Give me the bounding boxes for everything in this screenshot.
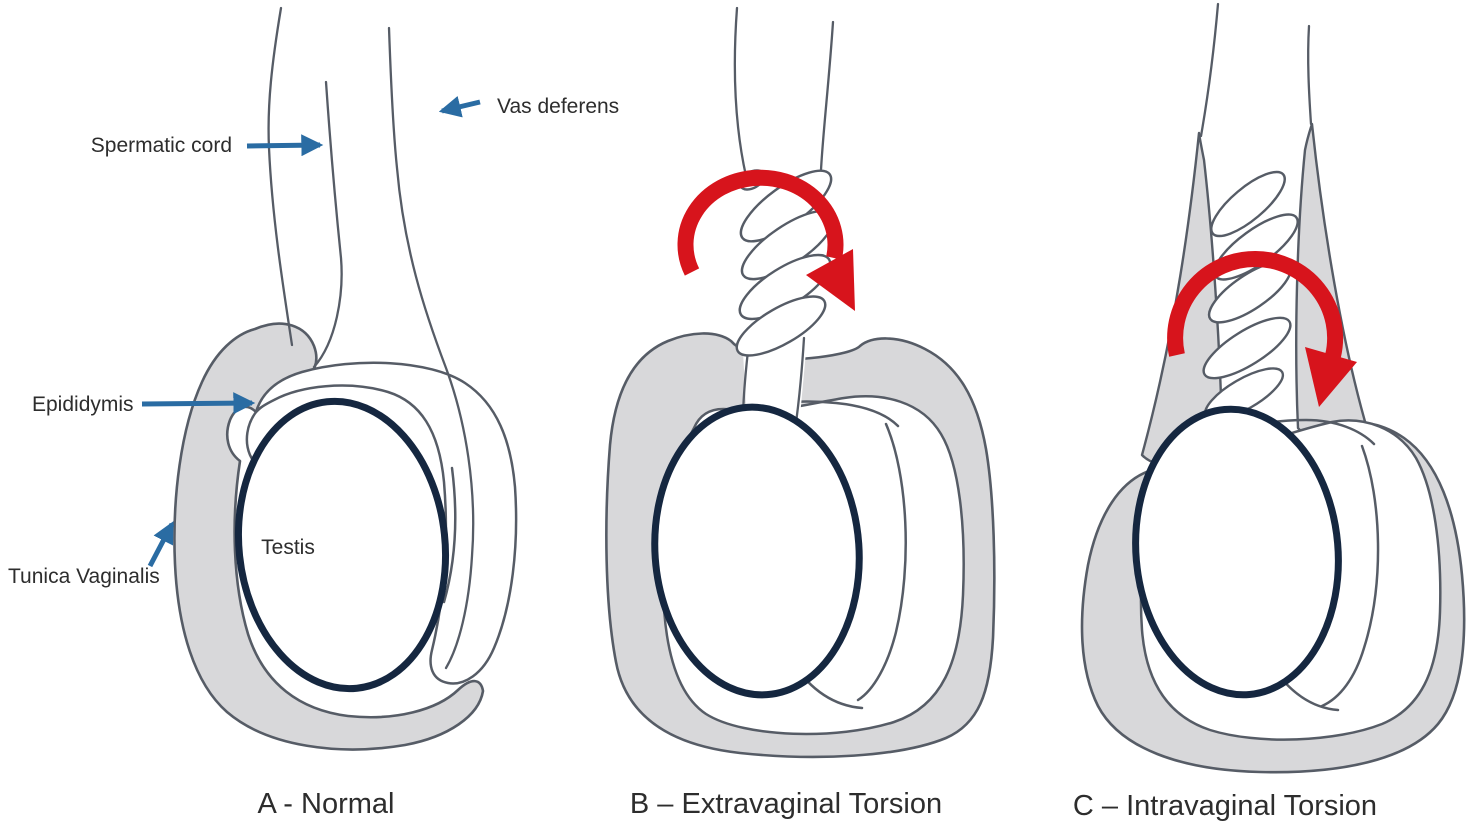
caption-panel-c: C – Intravaginal Torsion [1073, 790, 1377, 822]
epididymis-crescent-line [1320, 444, 1380, 708]
cord-upper-right [819, 20, 835, 172]
spermatic-cord-label: Spermatic cord [91, 134, 232, 157]
tunica-vaginalis-label: Tunica Vaginalis [8, 565, 160, 588]
spermatic-cord-line-middle [312, 80, 343, 369]
spermatic-cord-line-left [267, 6, 294, 347]
epididymis-shape [254, 361, 518, 685]
twist-lens-4 [735, 295, 827, 357]
torsion-arrow-arc [677, 169, 844, 276]
testis-label: Testis [261, 536, 315, 559]
tunica-vaginalis-arrow-icon [147, 521, 175, 568]
testis-shape [234, 397, 450, 693]
twist-lens-1 [1210, 170, 1286, 238]
torsion-arrow-arc [1167, 251, 1344, 358]
testis-shape [1132, 405, 1342, 699]
epididymis-arrow-icon [141, 392, 256, 415]
caption-panel-b: B – Extravaginal Torsion [630, 788, 942, 820]
caption-panel-a: A - Normal [258, 788, 395, 820]
torsion-arrow-head [806, 249, 855, 311]
torsion-rotation-arrow-icon [1167, 251, 1357, 407]
testis-shape [651, 403, 863, 699]
epididymis-label: Epididymis [32, 393, 134, 416]
cord-upper-left [733, 6, 748, 178]
panel-a-normal: Spermatic cord Vas deferens Epididymis T… [8, 6, 619, 751]
epididymis-inner-crescent [442, 466, 457, 604]
spermatic-cord-arrow-icon [246, 134, 324, 157]
cord-upper-right [1307, 24, 1313, 126]
vas-deferens-line [387, 26, 475, 670]
torsion-arrow-head [1305, 347, 1357, 407]
torsion-rotation-arrow-icon [677, 169, 855, 311]
vas-deferens-arrow-icon [438, 95, 481, 118]
twist-lens-4 [1202, 316, 1292, 380]
panel-b-extravaginal [605, 6, 996, 759]
vas-deferens-label: Vas deferens [497, 95, 619, 118]
panel-c-intravaginal [1080, 2, 1466, 774]
cord-upper-left [1199, 2, 1220, 138]
epididymis-crescent-line [856, 422, 907, 702]
